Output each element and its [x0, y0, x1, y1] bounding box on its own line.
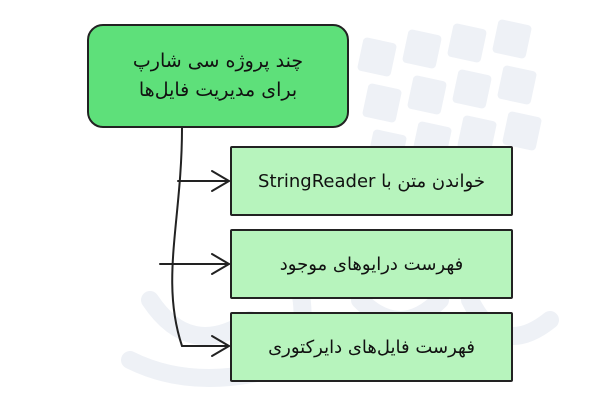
child-label: خواندن متن با StringReader	[258, 170, 485, 192]
connector-arrow-0	[211, 170, 230, 192]
child-label: فهرست درایوهای موجود	[279, 253, 464, 275]
child-node-drives: فهرست درایوهای موجود	[230, 229, 513, 299]
child-node-directory-files: فهرست فایل‌های دایرکتوری	[230, 312, 513, 382]
connector-arrow-1	[211, 253, 230, 275]
child-label: فهرست فایل‌های دایرکتوری	[268, 336, 475, 358]
child-node-stringreader: خواندن متن با StringReader	[230, 146, 513, 216]
connector-trunk	[171, 127, 183, 347]
root-line-1: چند پروژه سی شارپ	[132, 49, 304, 72]
connector-arrow-2	[211, 335, 230, 357]
root-node: چند پروژه سی شارپ برای مدیریت فایل‌ها	[87, 24, 349, 128]
root-line-2: برای مدیریت فایل‌ها	[138, 79, 298, 101]
